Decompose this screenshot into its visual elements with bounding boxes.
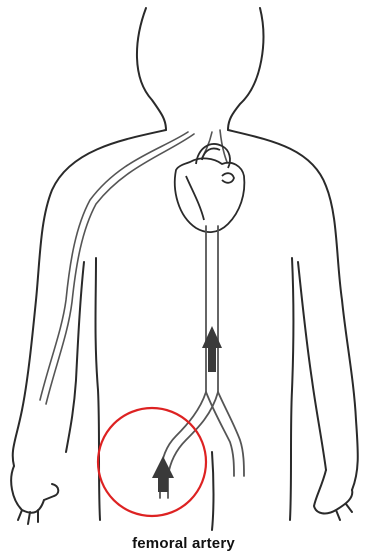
- inner-thigh-outline: [212, 452, 214, 530]
- aorta-flow-arrow-icon: [202, 326, 222, 372]
- left-inner-arm-outline: [66, 262, 84, 452]
- body-outline: [11, 8, 358, 530]
- heart: [175, 144, 245, 232]
- right-hand-outline: [314, 470, 352, 520]
- left-shoulder-arm-outline: [13, 130, 166, 466]
- right-torso-outline: [290, 258, 294, 520]
- head-outline: [137, 8, 263, 130]
- left-torso-outline: [96, 258, 101, 520]
- heart-outline: [175, 158, 245, 232]
- right-inner-arm-outline: [298, 262, 326, 470]
- diagram-caption: femoral artery: [0, 535, 367, 552]
- left-iliac-artery: [160, 392, 206, 474]
- right-iliac-artery: [218, 392, 244, 476]
- femoral-flow-arrow-icon: [152, 456, 174, 492]
- highlight-circle: [98, 408, 206, 516]
- aorta: [160, 226, 244, 498]
- left-hand-outline: [11, 466, 58, 524]
